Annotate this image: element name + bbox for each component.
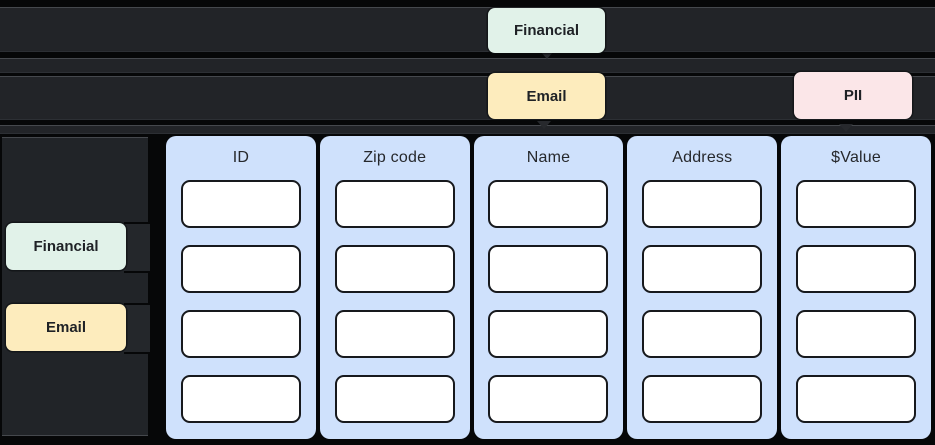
- tag-lane-middle: [0, 76, 935, 120]
- table-cell[interactable]: [796, 310, 917, 358]
- table-cell[interactable]: [796, 375, 917, 423]
- table-cell[interactable]: [642, 180, 763, 228]
- table-cell[interactable]: [642, 310, 763, 358]
- table-cell[interactable]: [180, 245, 301, 293]
- table-cell[interactable]: [180, 310, 301, 358]
- tag-lane-bottom-strip: [0, 125, 935, 134]
- tag-lane-thin: [0, 58, 935, 73]
- column-header: Name: [526, 149, 571, 166]
- column-cells: [488, 180, 609, 423]
- table-cell[interactable]: [334, 245, 455, 293]
- financial-chip-slot: [124, 222, 150, 273]
- table-cell[interactable]: [796, 180, 917, 228]
- financial-tag-chip-sidebar[interactable]: Financial: [6, 223, 126, 270]
- table-cell[interactable]: [488, 245, 609, 293]
- table-cell[interactable]: [488, 310, 609, 358]
- connector-notch-financial: [540, 51, 554, 59]
- table-cell[interactable]: [488, 180, 609, 228]
- email-chip-slot: [124, 303, 150, 354]
- table-cell[interactable]: [180, 180, 301, 228]
- table-cell[interactable]: [180, 375, 301, 423]
- table-cell[interactable]: [334, 375, 455, 423]
- column-header: $Value: [831, 149, 881, 166]
- pii-tag-chip-top[interactable]: PII: [794, 72, 912, 119]
- tag-lane-top: [0, 7, 935, 52]
- table-column[interactable]: Address: [627, 136, 778, 439]
- connector-notch-email: [537, 121, 551, 129]
- table-column[interactable]: $Value: [781, 136, 931, 439]
- table-cell[interactable]: [642, 245, 763, 293]
- column-cells: [180, 180, 301, 423]
- column-header: ID: [232, 149, 250, 166]
- connector-notch-pii: [839, 124, 853, 132]
- tag-palette-sidebar: Financial Email: [2, 137, 150, 436]
- table-cell[interactable]: [642, 375, 763, 423]
- column-cells: [334, 180, 455, 423]
- table-column[interactable]: Name: [473, 136, 624, 439]
- table-column[interactable]: Zip code: [319, 136, 470, 439]
- table-cell[interactable]: [488, 375, 609, 423]
- table-cell[interactable]: [334, 310, 455, 358]
- column-header: Address: [672, 149, 733, 166]
- column-header: Zip code: [363, 149, 427, 166]
- table-cell[interactable]: [796, 245, 917, 293]
- email-tag-chip-sidebar[interactable]: Email: [6, 304, 126, 351]
- table-cell[interactable]: [334, 180, 455, 228]
- email-tag-chip-top[interactable]: Email: [488, 73, 605, 119]
- table-column[interactable]: ID: [166, 136, 316, 439]
- table-columns: ID Zip code Name Address $Value: [166, 136, 931, 439]
- column-cells: [642, 180, 763, 423]
- column-cells: [796, 180, 917, 423]
- financial-tag-chip-top[interactable]: Financial: [488, 8, 605, 53]
